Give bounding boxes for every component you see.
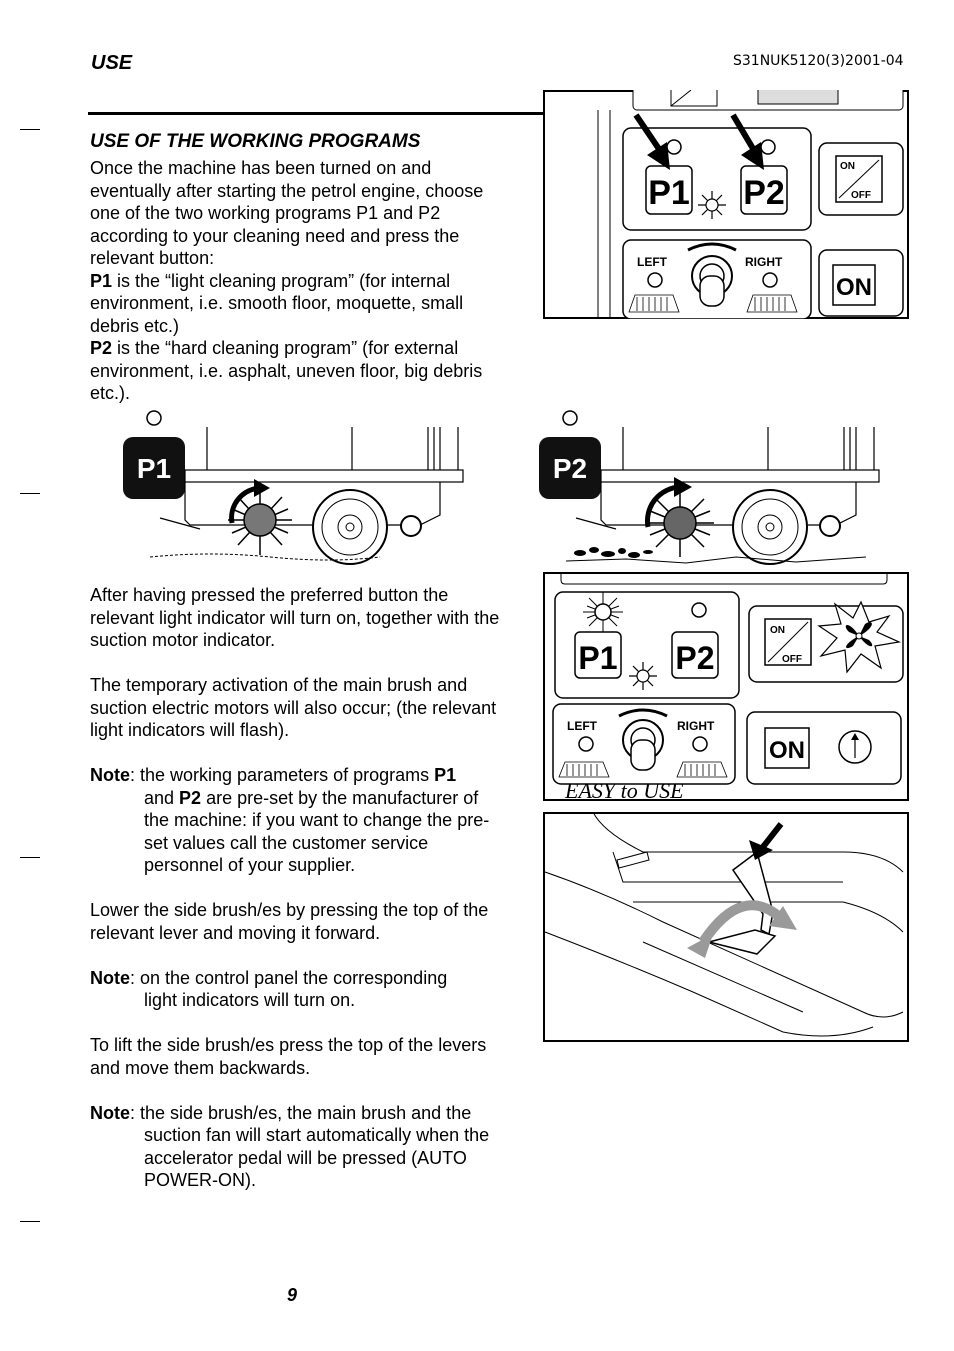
rotation-arrow-icon — [644, 484, 681, 528]
brush-p1-drawing: P1 — [123, 410, 464, 565]
off-small-label: OFF — [851, 190, 871, 201]
p1-text: is the “light cleaning program” (for int… — [90, 270, 464, 336]
page-number: 9 — [287, 1285, 298, 1305]
left-label: LEFT — [567, 719, 598, 733]
suction-fan-icon — [817, 600, 902, 674]
right-label: RIGHT — [677, 719, 715, 733]
figure-brush-p2: P2 — [536, 405, 886, 570]
brush-sparkle-icon — [629, 662, 657, 690]
note-text: and — [144, 787, 180, 808]
easy-to-use-caption: EASY to USE — [564, 778, 684, 801]
note-bold-p1: P1 — [434, 765, 457, 785]
p2-button-label: P2 — [743, 174, 785, 212]
note-text: are pre-set by the manufacturer of the m… — [144, 787, 490, 876]
note-text: : the working parameters of programs — [130, 765, 435, 785]
temporary-activation-paragraph: The temporary activation of the main bru… — [90, 675, 497, 740]
lever-drawing — [543, 812, 909, 1042]
debris-icon — [574, 547, 653, 558]
lit-panel-drawing: P1 P2 ON OFF LEFT RIGHT ON EASY to USE — [543, 572, 909, 801]
p2-button-label: P2 — [675, 640, 714, 676]
brush-p2-drawing: P2 — [539, 410, 880, 565]
note-label: Note — [90, 967, 130, 988]
off-small-label: OFF — [782, 654, 802, 665]
margin-tick — [20, 129, 40, 130]
on-big-label: ON — [769, 737, 805, 764]
note-continuation: light indicators will turn on. — [144, 990, 356, 1010]
p2-label: P2 — [90, 338, 113, 358]
margin-tick — [20, 857, 40, 858]
p2-definition: P2 is the “hard cleaning program” (for e… — [90, 337, 505, 405]
document-code: S31NUK5120(3)2001-04 — [733, 53, 904, 69]
lever-movement-arrow-icon — [698, 900, 787, 945]
p2-badge — [539, 437, 601, 499]
on-small-label: ON — [770, 625, 785, 636]
after-pressing-paragraph: After having pressed the preferred butto… — [90, 585, 500, 650]
note-control-panel: Note: on the control panel the correspon… — [90, 967, 505, 1012]
p1-button-label: P1 — [578, 640, 617, 676]
p1-badge — [123, 437, 185, 499]
left-label: LEFT — [637, 255, 668, 269]
figure-control-panel-buttons: P1 P2 ON OFF LEFT RIGHT ON — [543, 90, 909, 319]
note-label: Note — [90, 765, 130, 785]
note-continuation: suction fan will start automatically whe… — [144, 1125, 490, 1190]
p1-label: P1 — [90, 270, 113, 291]
header-section-title: USE — [91, 52, 133, 74]
press-arrow-icon — [730, 113, 764, 170]
note-text: : the side brush/es, the main brush and … — [130, 1102, 472, 1123]
brush-sparkle-icon — [698, 191, 726, 219]
p2-badge-label: P2 — [553, 453, 587, 484]
margin-tick — [20, 1221, 40, 1222]
intro-paragraph: Once the machine has been turned on and … — [90, 158, 484, 268]
on-big-label: ON — [836, 274, 872, 301]
p1-button-label: P1 — [648, 174, 690, 212]
note-label: Note — [90, 1102, 130, 1123]
p1-badge-label: P1 — [137, 453, 171, 484]
note-working-parameters: Note: the working parameters of programs… — [90, 764, 505, 877]
press-arrow-icon — [633, 113, 670, 170]
lower-side-brush-paragraph: Lower the side brush/es by pressing the … — [90, 900, 489, 943]
p1-definition: P1 is the “light cleaning program” (for … — [90, 270, 505, 338]
note-bold-p2: P2 — [179, 787, 202, 808]
figure-side-brush-lever — [543, 812, 909, 1042]
on-small-label: ON — [840, 161, 855, 172]
control-panel-drawing: P1 P2 ON OFF LEFT RIGHT ON — [543, 90, 909, 319]
section-heading: USE OF THE WORKING PROGRAMS — [90, 131, 421, 152]
lift-side-brush-paragraph: To lift the side brush/es press the top … — [90, 1035, 487, 1078]
instructions-text-block: After having pressed the preferred butto… — [90, 584, 505, 1192]
note-text: : on the control panel the corresponding — [130, 967, 448, 988]
indicator-light-icon — [562, 410, 578, 426]
p2-text: is the “hard cleaning program” (for exte… — [90, 338, 483, 403]
note-auto-power-on: Note: the side brush/es, the main brush … — [90, 1102, 505, 1192]
figure-brush-p1: P1 — [120, 405, 470, 570]
right-label: RIGHT — [745, 255, 783, 269]
header-rule — [88, 112, 908, 115]
intro-text-block: Once the machine has been turned on and … — [90, 157, 505, 405]
indicator-light-icon — [146, 410, 162, 426]
note-continuation: and P2 are pre-set by the manufacturer o… — [90, 787, 505, 877]
figure-control-panel-lit: P1 P2 ON OFF LEFT RIGHT ON EASY to USE — [543, 572, 909, 801]
margin-tick — [20, 493, 40, 494]
